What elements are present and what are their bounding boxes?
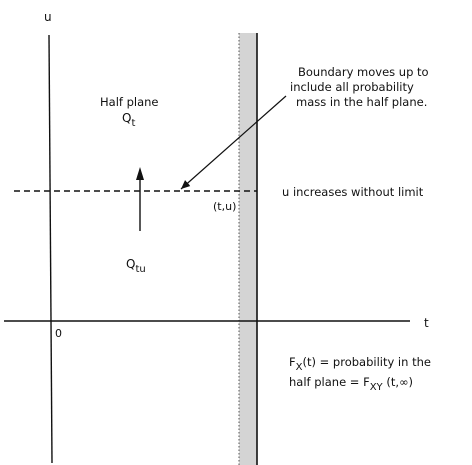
half-plane-title: Half plane — [100, 95, 159, 109]
formula-xy-subscript: XY — [370, 382, 384, 393]
vertical-axis-label: u — [44, 10, 52, 24]
u-increases-note: u increases without limit — [282, 185, 424, 199]
formula-line-2-prefix: half plane = F — [289, 375, 370, 389]
origin-label: 0 — [55, 327, 62, 340]
formula-line-2: half plane = FXY (t,∞) — [289, 375, 413, 393]
formula-line-1-rest: (t) = probability in the — [302, 355, 430, 369]
boundary-note-line-3: mass in the half plane. — [296, 95, 427, 109]
vertical-axis — [48, 34, 53, 464]
boundary-note-line-1: Boundary moves up to — [298, 65, 429, 79]
q-tu-main: Q — [126, 257, 135, 271]
half-plane-boundary-band — [239, 33, 257, 465]
q-t-main: Q — [122, 111, 131, 125]
formula-line-1: FX(t) = probability in the — [289, 355, 431, 373]
q-t-subscript: t — [131, 118, 135, 129]
formula-x-subscript: X — [296, 362, 303, 373]
formula-line-2-rest: (t,∞) — [383, 375, 413, 389]
q-tu-label: Qtu — [126, 257, 146, 275]
boundary-pointer-arrow — [180, 95, 287, 190]
q-t-label: Qt — [122, 111, 135, 129]
boundary-note-line-2: include all probability — [290, 80, 414, 94]
formula-f: F — [289, 355, 296, 369]
point-label: (t,u) — [213, 200, 236, 213]
horizontal-axis-label: t — [424, 316, 429, 330]
q-tu-subscript: tu — [135, 264, 145, 275]
up-arrow-head — [136, 167, 144, 180]
